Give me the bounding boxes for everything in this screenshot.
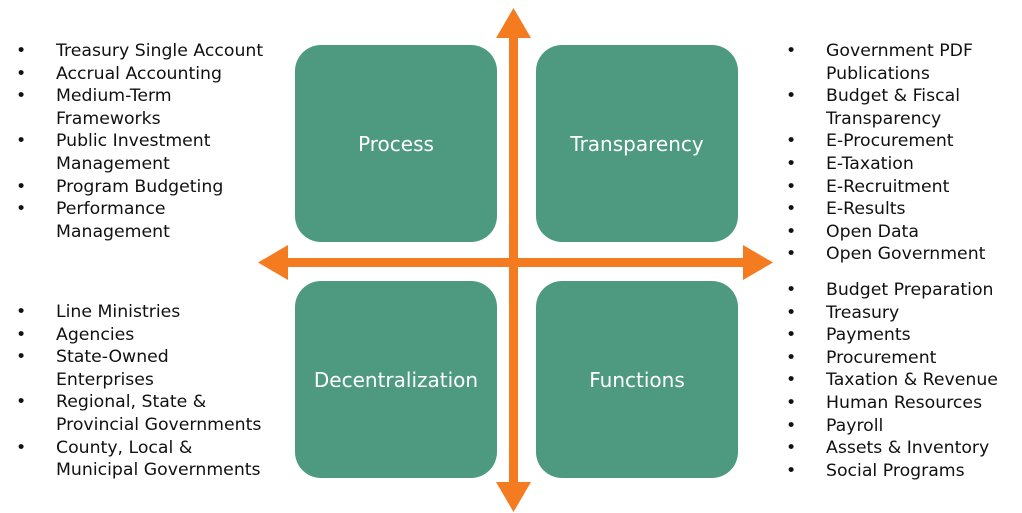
list-item: Budget & Fiscal Transparency bbox=[780, 85, 1020, 130]
list-item: Treasury Single Account bbox=[10, 40, 280, 63]
horizontal-axis-line bbox=[280, 258, 750, 267]
list-item: Accrual Accounting bbox=[10, 63, 280, 86]
list-item: E-Recruitment bbox=[780, 176, 1020, 199]
process-label: Process bbox=[358, 131, 434, 156]
list-item: Line Ministries bbox=[10, 301, 280, 324]
list-item: Payroll bbox=[780, 415, 1020, 438]
process-bullet-list: Treasury Single Account Accrual Accounti… bbox=[10, 40, 280, 243]
list-item: Human Resources bbox=[780, 392, 1020, 415]
list-item: Social Programs bbox=[780, 460, 1020, 483]
decentralization-bullet-list: Line Ministries Agencies State-Owned Ent… bbox=[10, 301, 280, 482]
list-item: E-Results bbox=[780, 198, 1020, 221]
arrow-down-head bbox=[496, 482, 531, 512]
transparency-label: Transparency bbox=[570, 131, 704, 156]
list-item: Government PDF Publications bbox=[780, 40, 1020, 85]
functions-label: Functions bbox=[589, 367, 685, 392]
decentralization-label: Decentralization bbox=[313, 367, 479, 392]
list-item: Medium-Term Frameworks bbox=[10, 85, 280, 130]
list-item: Procurement bbox=[780, 347, 1020, 370]
list-item: County, Local & Municipal Governments bbox=[10, 437, 280, 482]
process-quadrant: Process bbox=[295, 45, 497, 242]
functions-quadrant: Functions bbox=[536, 281, 738, 478]
list-item: E-Taxation bbox=[780, 153, 1020, 176]
transparency-quadrant: Transparency bbox=[536, 45, 738, 242]
list-item: Agencies bbox=[10, 324, 280, 347]
list-item: Treasury bbox=[780, 302, 1020, 325]
list-item: Assets & Inventory bbox=[780, 437, 1020, 460]
list-item: Budget Preparation bbox=[780, 279, 1020, 302]
list-item: Open Data bbox=[780, 221, 1020, 244]
list-item: Public Investment Management bbox=[10, 130, 280, 175]
list-item: State-Owned Enterprises bbox=[10, 346, 280, 391]
arrow-left-head bbox=[258, 245, 288, 280]
list-item: Performance Management bbox=[10, 198, 280, 243]
decentralization-quadrant: Decentralization bbox=[295, 281, 497, 478]
list-item: E-Procurement bbox=[780, 130, 1020, 153]
functions-bullet-list: Budget Preparation Treasury Payments Pro… bbox=[780, 279, 1020, 482]
arrow-right-head bbox=[743, 245, 773, 280]
transparency-bullet-list: Government PDF Publications Budget & Fis… bbox=[780, 40, 1020, 266]
list-item: Regional, State & Provincial Governments bbox=[10, 391, 280, 436]
list-item: Payments bbox=[780, 324, 1020, 347]
arrow-up-head bbox=[496, 8, 531, 38]
list-item: Taxation & Revenue bbox=[780, 369, 1020, 392]
list-item: Program Budgeting bbox=[10, 176, 280, 199]
list-item: Open Government bbox=[780, 243, 1020, 266]
